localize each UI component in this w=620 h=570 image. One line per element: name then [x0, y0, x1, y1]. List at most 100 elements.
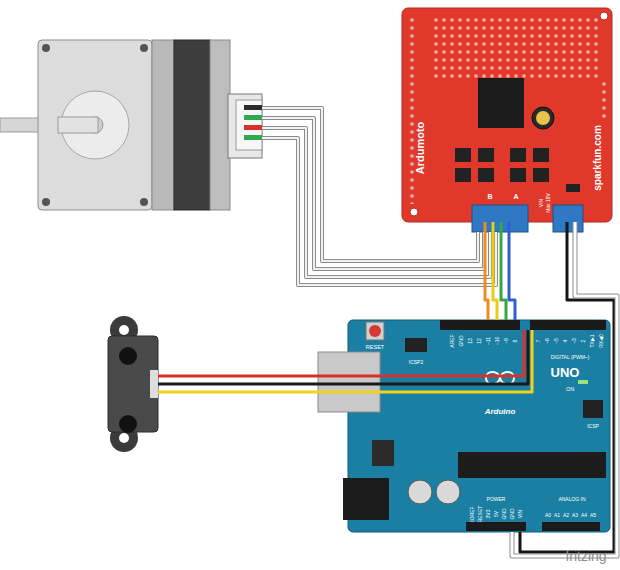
- pin-label: RESET: [366, 345, 384, 351]
- arduino-board: [583, 400, 603, 418]
- stepper-motor: [140, 44, 148, 52]
- motor-wire: [262, 118, 484, 269]
- stepper-motor: [244, 115, 262, 120]
- pin-label: ~9: [504, 338, 509, 344]
- stepper-motor: [244, 105, 262, 110]
- stepper-motor: [152, 40, 174, 210]
- ir-sensor: [119, 347, 137, 365]
- stepper-motor: [0, 40, 262, 210]
- stepper-motor: [42, 198, 50, 206]
- arduino-board: [318, 352, 380, 412]
- pin-label: A5: [590, 513, 596, 518]
- ardumoto-shield: [566, 184, 580, 192]
- ardumoto-shield: [510, 168, 526, 182]
- jumper-wire: [509, 222, 515, 320]
- ardumoto-shield: [533, 168, 549, 182]
- pin-label: B: [487, 193, 492, 200]
- stepper-motor: [228, 94, 262, 158]
- ardumoto-shield: [478, 168, 494, 182]
- ardumoto-shield: [455, 148, 471, 162]
- ardumoto-shield: [455, 168, 471, 182]
- ardumoto-shield: [406, 14, 416, 204]
- pin-label: GND: [459, 335, 464, 346]
- pin-label: ANALOG IN: [558, 497, 585, 502]
- pin-label: 5V: [494, 511, 499, 517]
- pin-label: A4: [581, 513, 587, 518]
- arduino-board: [369, 325, 381, 337]
- arduino-board: [318, 320, 610, 532]
- board-label: sparkfun.com: [593, 125, 603, 191]
- stepper-motor: [236, 100, 262, 150]
- stepper-motor: [244, 125, 262, 130]
- pin-label: 8: [513, 340, 518, 343]
- wire-line: [520, 222, 614, 552]
- wire-line: [509, 222, 515, 320]
- ardumoto-shield: [598, 80, 608, 120]
- wire-line: [512, 222, 617, 556]
- ardumoto-shield: [478, 148, 494, 162]
- arduino-board: [486, 372, 514, 384]
- ardumoto-shield: [410, 208, 418, 216]
- pin-label: GND: [502, 508, 507, 519]
- pin-label: RESET: [478, 506, 483, 523]
- wire-line: [493, 222, 497, 320]
- arduino-board: [458, 452, 606, 478]
- board-label: Arduino: [485, 408, 516, 416]
- arduino-board: [366, 322, 384, 340]
- pin-label: ~6: [545, 338, 550, 344]
- motor-wire: [262, 118, 484, 269]
- arduino-board: [466, 522, 526, 531]
- ir-sensor: [119, 325, 129, 335]
- jumper-wire: [501, 222, 506, 320]
- jumper-wire: [485, 222, 488, 320]
- ardumoto-shield: [510, 148, 526, 162]
- arduino-board: [343, 478, 389, 520]
- pin-label: AREF: [450, 334, 455, 347]
- motor-wire: [262, 108, 478, 261]
- pin-label: A2: [563, 513, 569, 518]
- jumper-wire: [493, 222, 497, 320]
- stepper-motor: [244, 135, 262, 140]
- ardumoto-shield: [402, 8, 612, 222]
- pin-label: ~11: [486, 337, 491, 345]
- stepper-motor: [140, 198, 148, 206]
- motor-wire: [262, 138, 496, 285]
- pin-label: A1: [554, 513, 560, 518]
- ardumoto-shield: [536, 111, 550, 125]
- arduino-board: [542, 522, 600, 531]
- arduino-board: [408, 480, 432, 504]
- motor-wire: [262, 108, 496, 285]
- ir-sensor: [108, 316, 158, 452]
- jumper-wire: [520, 222, 614, 552]
- pin-label: A3: [572, 513, 578, 518]
- watermark: fritzing: [565, 549, 606, 563]
- stepper-motor: [42, 44, 50, 52]
- ir-sensor: [119, 415, 137, 433]
- pin-label: 3V3: [486, 510, 491, 519]
- pin-label: A0: [545, 513, 551, 518]
- pin-label: RX◀0: [599, 334, 604, 348]
- shield-board: Ardumoto sparkfun.com: [402, 8, 612, 222]
- ir-sensor: [108, 336, 158, 432]
- ardumoto-shield: [532, 107, 554, 129]
- stepper-motor: [174, 40, 210, 210]
- pin-label: GND: [510, 508, 515, 519]
- pin-label: TX▶1: [590, 334, 595, 347]
- pin-label: ICSP: [587, 424, 599, 429]
- wire-line: [501, 222, 506, 320]
- pin-label: ON: [566, 387, 574, 393]
- stepper-motor: [38, 40, 152, 210]
- ardumoto-shield: [478, 78, 524, 128]
- ir-sensor: [150, 370, 158, 398]
- pin-label: 12: [477, 338, 482, 344]
- motor-wire: [262, 108, 478, 261]
- pin-label: VIN: [518, 510, 523, 518]
- ardumoto-shield: [402, 8, 612, 232]
- board-label: Ardumoto: [415, 122, 426, 175]
- jumper-wire: [512, 222, 617, 556]
- pin-label: 4: [563, 340, 568, 343]
